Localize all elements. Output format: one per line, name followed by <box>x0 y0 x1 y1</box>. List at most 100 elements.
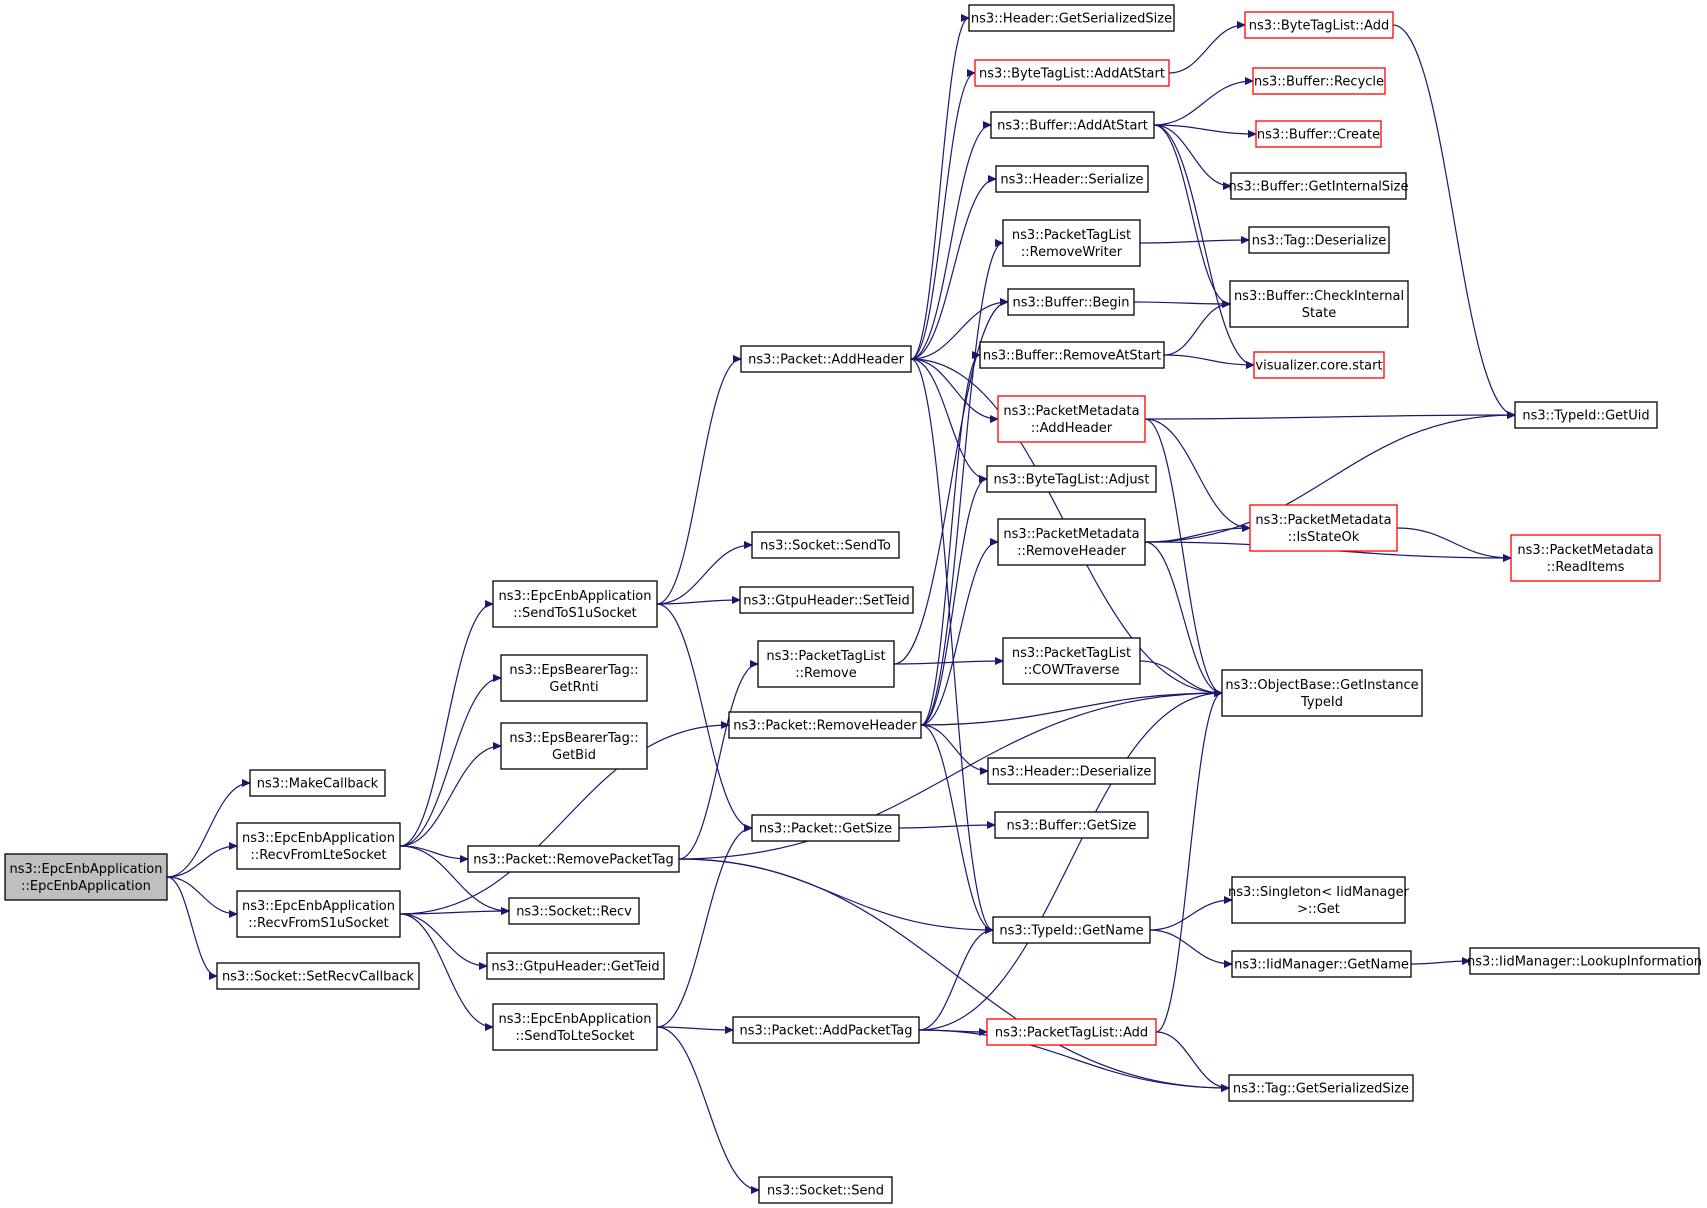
call-edge-recvfroms1u-to-gtpgetteid <box>399 913 488 970</box>
node-pmisstateok[interactable]: ns3::PacketMetadata::IsStateOk <box>1249 504 1398 552</box>
call-edge-root-to-recvfroms1u <box>166 876 238 918</box>
node-bufaddatstart[interactable]: ns3::Buffer::AddAtStart <box>990 111 1155 139</box>
node-addheader[interactable]: ns3::Packet::AddHeader <box>740 345 912 373</box>
node-sendtolte[interactable]: ns3::EpcEnbApplication::SendToLteSocket <box>492 1003 658 1051</box>
node-makecallback[interactable]: ns3::MakeCallback <box>249 769 386 797</box>
node-pmaddheader[interactable]: ns3::PacketMetadata::AddHeader <box>997 395 1146 443</box>
call-edge-ptlremove-to-bufbegin <box>893 298 1009 665</box>
node-bufrecycle[interactable]: ns3::Buffer::Recycle <box>1252 67 1386 95</box>
call-edge-recvfromlte-to-getrnti <box>399 674 502 847</box>
node-addpackettag[interactable]: ns3::Packet::AddPacketTag <box>732 1016 920 1044</box>
node-socketsend[interactable]: ns3::Socket::Send <box>758 1176 893 1204</box>
node-label: ns3::IidManager::LookupInformation <box>1467 955 1702 970</box>
node-hdrgetsersize[interactable]: ns3::Header::GetSerializedSize <box>968 4 1175 32</box>
node-sendtos1u[interactable]: ns3::EpcEnbApplication::SendToS1uSocket <box>492 580 658 628</box>
node-box <box>1228 1074 1414 1102</box>
node-label: ns3::GtpuHeader::SetTeid <box>743 594 910 609</box>
node-box <box>1248 226 1390 254</box>
call-edge-addpackettag-to-objgetinstancetypeid <box>918 689 1223 1031</box>
node-label: ns3::EpcEnbApplication <box>499 589 652 604</box>
node-typeidgetuid[interactable]: ns3::TypeId::GetUid <box>1514 401 1658 429</box>
node-removeheader[interactable]: ns3::Packet::RemoveHeader <box>728 711 922 739</box>
node-ptlremovewriter[interactable]: ns3::PacketTagList::RemoveWriter <box>1002 219 1141 267</box>
node-socketrecv[interactable]: ns3::Socket::Recv <box>508 897 640 925</box>
call-edge-addpackettag-to-taggetsersize <box>918 1029 1230 1092</box>
node-label: ns3::Packet::AddHeader <box>748 353 904 368</box>
node-label: ::AddHeader <box>1031 421 1113 436</box>
node-label: ns3::EpcEnbApplication <box>242 831 395 846</box>
node-label: GetBid <box>552 748 596 763</box>
node-box <box>1002 637 1141 685</box>
node-box <box>1231 950 1412 978</box>
node-btladjust[interactable]: ns3::ByteTagList::Adjust <box>986 465 1157 493</box>
call-edge-removepackettag-to-objgetinstancetypeid <box>678 689 1223 860</box>
node-box <box>1230 172 1407 200</box>
node-box <box>728 711 922 739</box>
node-recvfroms1u[interactable]: ns3::EpcEnbApplication::RecvFromS1uSocke… <box>236 890 401 938</box>
node-recvfromlte[interactable]: ns3::EpcEnbApplication::RecvFromLteSocke… <box>236 822 401 870</box>
call-edge-recvfroms1u-to-removeheader <box>399 721 730 915</box>
node-getbid[interactable]: ns3::EpsBearerTag::GetBid <box>500 722 648 770</box>
node-box <box>997 395 1146 443</box>
node-typeidgetname[interactable]: ns3::TypeId::GetName <box>992 916 1151 944</box>
call-edge-sendtos1u-to-packetgetsize <box>656 603 753 832</box>
node-btladd[interactable]: ns3::ByteTagList::Add <box>1244 11 1394 39</box>
node-box <box>990 111 1155 139</box>
node-iidgetname[interactable]: ns3::IidManager::GetName <box>1231 950 1412 978</box>
call-edge-bufaddatstart-to-bufgetinternalsize <box>1153 124 1232 190</box>
node-label: ns3::PacketTagList <box>1012 646 1131 661</box>
node-socketsendto[interactable]: ns3::Socket::SendTo <box>751 531 900 559</box>
node-bufgetsize[interactable]: ns3::Buffer::GetSize <box>994 811 1149 839</box>
node-taggetsersize[interactable]: ns3::Tag::GetSerializedSize <box>1228 1074 1414 1102</box>
node-label: ::RemoveHeader <box>1017 544 1127 559</box>
node-box <box>216 962 420 990</box>
node-bufremoveatstart[interactable]: ns3::Buffer::RemoveAtStart <box>979 341 1165 369</box>
node-getrnti[interactable]: ns3::EpsBearerTag::GetRnti <box>500 654 648 702</box>
node-iidlookupinfo[interactable]: ns3::IidManager::LookupInformation <box>1467 947 1702 975</box>
node-box <box>1007 288 1135 316</box>
node-box <box>968 4 1175 32</box>
node-box <box>249 769 386 797</box>
node-label: ns3::ObjectBase::GetInstance <box>1225 678 1418 693</box>
node-label: ::RecvFromS1uSocket <box>248 916 389 931</box>
node-label: ::SendToS1uSocket <box>513 606 636 621</box>
node-packetgetsize[interactable]: ns3::Packet::GetSize <box>751 814 900 842</box>
node-ptladd[interactable]: ns3::PacketTagList::Add <box>986 1018 1157 1046</box>
node-label: ns3::TypeId::GetUid <box>1522 409 1649 424</box>
node-label: ::EpcEnbApplication <box>21 879 151 894</box>
call-edge-bufremoveatstart-to-bufcheckinternal <box>1163 300 1231 356</box>
call-edge-removeheader-to-typeidgetname <box>920 724 994 934</box>
node-gtpsetteid[interactable]: ns3::GtpuHeader::SetTeid <box>739 586 914 614</box>
node-root[interactable]: ns3::EpcEnbApplication::EpcEnbApplicatio… <box>4 853 168 901</box>
node-hdrdeserialize[interactable]: ns3::Header::Deserialize <box>987 757 1156 785</box>
node-label: visualizer.core.start <box>1255 359 1382 374</box>
node-setrecvcallback[interactable]: ns3::Socket::SetRecvCallback <box>216 962 420 990</box>
node-ptlremove[interactable]: ns3::PacketTagList::Remove <box>757 640 895 688</box>
node-label: ns3::EpsBearerTag:: <box>509 663 638 678</box>
node-box <box>4 853 168 901</box>
call-edge-typeidgetname-to-iidgetname <box>1149 929 1233 968</box>
node-pmremoveheader[interactable]: ns3::PacketMetadata::RemoveHeader <box>997 518 1146 566</box>
node-bufcreate[interactable]: ns3::Buffer::Create <box>1255 120 1382 148</box>
node-ptlcowtraverse[interactable]: ns3::PacketTagList::COWTraverse <box>1002 637 1141 685</box>
node-singletonget[interactable]: ns3::Singleton< IidManager>::Get <box>1228 876 1410 924</box>
node-removepackettag[interactable]: ns3::Packet::RemovePacketTag <box>467 845 680 873</box>
node-box <box>492 1003 658 1051</box>
call-edge-sendtolte-to-addpackettag <box>656 1025 734 1034</box>
call-edge-root-to-setrecvcallback <box>166 876 218 980</box>
node-pmreaditems[interactable]: ns3::PacketMetadata::ReadItems <box>1510 534 1661 582</box>
node-bufbegin[interactable]: ns3::Buffer::Begin <box>1007 288 1135 316</box>
node-label: ns3::Buffer::Create <box>1257 128 1380 143</box>
node-bufgetinternalsize[interactable]: ns3::Buffer::GetInternalSize <box>1229 172 1409 200</box>
node-hdrserialize[interactable]: ns3::Header::Serialize <box>995 165 1149 193</box>
node-gtpgetteid[interactable]: ns3::GtpuHeader::GetTeid <box>486 952 665 980</box>
call-edge-recvfromlte-to-socketrecv <box>399 845 510 915</box>
node-box <box>1229 280 1409 328</box>
node-tagdeserialize[interactable]: ns3::Tag::Deserialize <box>1248 226 1390 254</box>
node-label: ns3::ByteTagList::Adjust <box>994 473 1150 488</box>
node-visstart[interactable]: visualizer.core.start <box>1253 351 1385 379</box>
call-edge-root-to-makecallback <box>166 779 251 878</box>
node-btladdatstart[interactable]: ns3::ByteTagList::AddAtStart <box>974 59 1170 87</box>
